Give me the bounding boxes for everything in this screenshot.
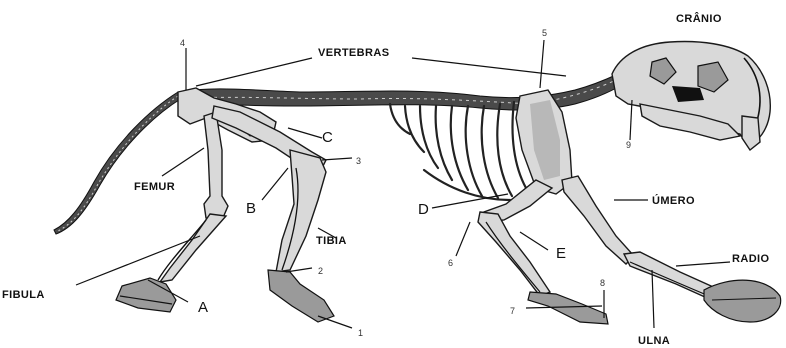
hind-foot-left (116, 278, 176, 312)
number-3: 3 (356, 156, 361, 166)
label-ulna: ULNA (638, 335, 670, 347)
ribcage (390, 102, 526, 200)
letter-e: E (556, 245, 566, 262)
tail (54, 92, 182, 234)
skull (612, 42, 770, 150)
label-fibula: FIBULA (2, 289, 45, 301)
letter-a: A (198, 299, 208, 316)
hind-tibia-right (276, 150, 326, 272)
number-8: 8 (600, 278, 605, 288)
letter-b: B (246, 200, 256, 217)
label-femur: FEMUR (134, 181, 175, 193)
number-4: 4 (180, 38, 185, 48)
hind-foot-right (268, 270, 334, 322)
label-umero: ÚMERO (652, 194, 695, 207)
letter-c: C (322, 129, 333, 146)
number-5: 5 (542, 28, 547, 38)
number-6: 6 (448, 258, 453, 268)
label-cranio: CRÂNIO (676, 12, 722, 25)
label-tibia: TIBIA (316, 235, 347, 247)
letter-d: D (418, 201, 429, 218)
umero-bone (562, 176, 634, 264)
label-vertebras: VERTEBRAS (318, 47, 389, 59)
label-radio: RADIO (732, 253, 769, 265)
fore-foot-right (704, 280, 781, 322)
fore-radius-left (478, 212, 550, 296)
number-9: 9 (626, 140, 631, 150)
number-1: 1 (358, 328, 363, 338)
number-2: 2 (318, 266, 323, 276)
number-7: 7 (510, 306, 515, 316)
